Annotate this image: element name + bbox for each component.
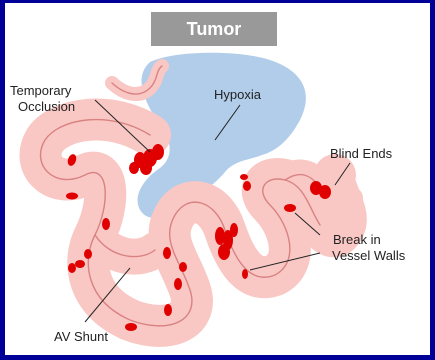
blood-cell (68, 263, 76, 273)
label-temporary-occlusion-line2: Occlusion (18, 99, 75, 115)
blood-cell (164, 304, 172, 316)
label-hypoxia: Hypoxia (214, 87, 261, 103)
label-blind-ends: Blind Ends (330, 146, 392, 162)
blood-cell (75, 260, 85, 268)
label-break-line1: Break in (333, 232, 381, 248)
label-av-shunt: AV Shunt (54, 329, 108, 345)
blood-cell (66, 193, 78, 200)
blood-cell (243, 181, 251, 191)
blood-cell (284, 204, 296, 212)
blood-cell (102, 218, 110, 230)
blood-cell (179, 262, 187, 272)
blood-cell (125, 323, 137, 331)
diagram-title: Tumor (151, 12, 277, 46)
blood-cell (163, 247, 171, 259)
blood-cell (242, 269, 248, 279)
label-break-line2: Vessel Walls (332, 248, 405, 264)
blood-cell (240, 174, 248, 180)
blood-cell (174, 278, 182, 290)
blood-cell (84, 249, 92, 259)
label-temporary-occlusion-line1: Temporary (10, 83, 71, 99)
